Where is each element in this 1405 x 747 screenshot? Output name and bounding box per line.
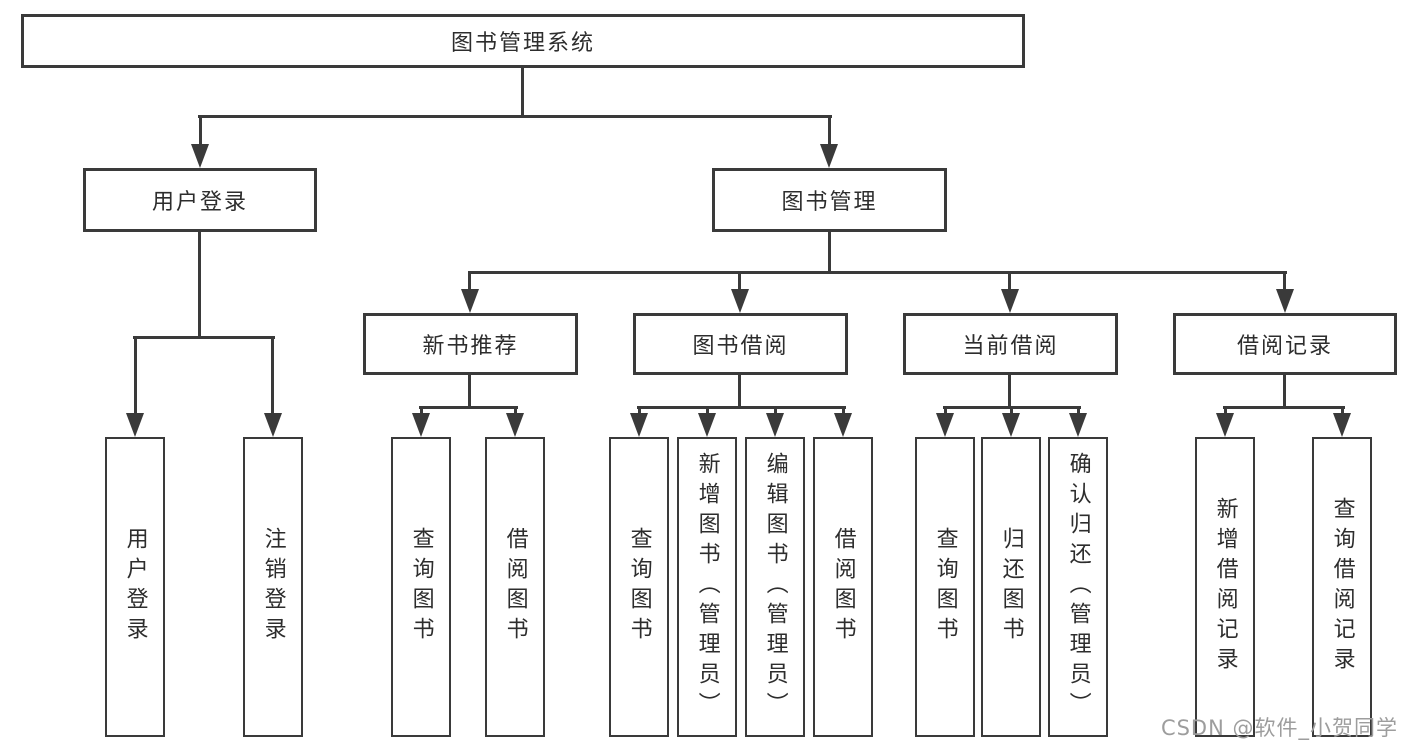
connector-line	[133, 336, 275, 339]
leaf-logout: 注销登录	[243, 437, 303, 737]
connector-line	[774, 406, 777, 415]
leaf-label: 查询图书	[626, 527, 652, 647]
connector-line	[1283, 271, 1286, 291]
node-book-management: 图书管理	[712, 168, 947, 232]
arrowhead-down	[1069, 413, 1087, 437]
connector-line	[468, 271, 1287, 274]
connector-line	[271, 336, 274, 417]
leaf-newbook-query-books: 查询图书	[391, 437, 451, 737]
leaf-label: 确认归还（管理员）	[1065, 452, 1091, 722]
node-label: 图书借阅	[692, 334, 789, 359]
arrowhead-down	[1216, 413, 1234, 437]
connector-line	[1283, 375, 1286, 406]
connector-line	[637, 406, 846, 409]
leaf-user-login: 用户登录	[105, 437, 165, 737]
arrowhead-down	[820, 144, 838, 168]
connector-line	[1223, 406, 1345, 409]
connector-line	[1008, 375, 1011, 406]
csdn-watermark: CSDN @软件_小贺同学	[1160, 716, 1398, 740]
connector-line	[468, 271, 471, 291]
node-label: 图书管理系统	[450, 31, 595, 56]
node-label: 用户登录	[151, 190, 248, 215]
connector-line	[468, 375, 471, 406]
node-book-borrow: 图书借阅	[633, 313, 848, 375]
connector-line	[198, 232, 201, 336]
connector-line	[828, 115, 831, 148]
arrowhead-down	[1002, 413, 1020, 437]
leaf-label: 归还图书	[998, 527, 1024, 647]
connector-line	[134, 336, 137, 417]
leaf-label: 查询图书	[408, 527, 434, 647]
connector-line	[706, 406, 709, 415]
node-label: 当前借阅	[962, 334, 1059, 359]
leaf-label: 查询图书	[932, 527, 958, 647]
leaf-borrow-query-books: 查询图书	[609, 437, 669, 737]
connector-line	[1008, 271, 1011, 291]
leaf-borrow-add-books-admin: 新增图书（管理员）	[677, 437, 737, 737]
connector-line	[198, 115, 832, 118]
connector-line	[1224, 406, 1227, 415]
connector-line	[199, 115, 202, 148]
arrowhead-down	[630, 413, 648, 437]
leaf-label: 新增图书（管理员）	[694, 452, 720, 722]
leaf-borrow-borrow-books: 借阅图书	[813, 437, 873, 737]
connector-line	[514, 406, 517, 415]
leaf-records-add-record: 新增借阅记录	[1195, 437, 1255, 737]
connector-line	[828, 232, 831, 271]
arrowhead-down	[412, 413, 430, 437]
node-label: 图书管理	[781, 190, 878, 215]
leaf-label: 借阅图书	[830, 527, 856, 647]
node-library-management-system: 图书管理系统	[21, 14, 1025, 68]
connector-line	[738, 375, 741, 406]
arrowhead-down	[834, 413, 852, 437]
leaf-label: 编辑图书（管理员）	[762, 452, 788, 722]
leaf-label: 用户登录	[122, 527, 148, 647]
arrowhead-down	[731, 289, 749, 313]
arrowhead-down	[264, 413, 282, 437]
connector-line	[944, 406, 947, 415]
arrowhead-down	[698, 413, 716, 437]
arrowhead-down	[506, 413, 524, 437]
connector-line	[1010, 406, 1013, 415]
arrowhead-down	[766, 413, 784, 437]
connector-line	[419, 406, 518, 409]
node-current-borrow: 当前借阅	[903, 313, 1118, 375]
arrowhead-down	[936, 413, 954, 437]
leaf-current-return-books: 归还图书	[981, 437, 1041, 737]
arrowhead-down	[461, 289, 479, 313]
arrowhead-down	[191, 144, 209, 168]
connector-line	[842, 406, 845, 415]
arrowhead-down	[1333, 413, 1351, 437]
leaf-current-query-books: 查询图书	[915, 437, 975, 737]
connector-line	[420, 406, 423, 415]
arrowhead-down	[1001, 289, 1019, 313]
connector-line	[638, 406, 641, 415]
leaf-label: 查询借阅记录	[1329, 497, 1355, 677]
leaf-borrow-edit-books-admin: 编辑图书（管理员）	[745, 437, 805, 737]
leaf-label: 注销登录	[260, 527, 286, 647]
connector-line	[1341, 406, 1344, 415]
node-user-login: 用户登录	[83, 168, 317, 232]
leaf-label: 借阅图书	[502, 527, 528, 647]
node-label: 借阅记录	[1236, 334, 1333, 359]
leaf-label: 新增借阅记录	[1212, 497, 1238, 677]
leaf-newbook-borrow-books: 借阅图书	[485, 437, 545, 737]
connector-line	[521, 68, 524, 115]
connector-line	[738, 271, 741, 291]
leaf-records-query-record: 查询借阅记录	[1312, 437, 1372, 737]
node-new-book-recommend: 新书推荐	[363, 313, 578, 375]
connector-line	[1077, 406, 1080, 415]
arrowhead-down	[1276, 289, 1294, 313]
arrowhead-down	[126, 413, 144, 437]
node-borrow-records: 借阅记录	[1173, 313, 1397, 375]
leaf-current-confirm-return-admin: 确认归还（管理员）	[1048, 437, 1108, 737]
node-label: 新书推荐	[422, 334, 519, 359]
